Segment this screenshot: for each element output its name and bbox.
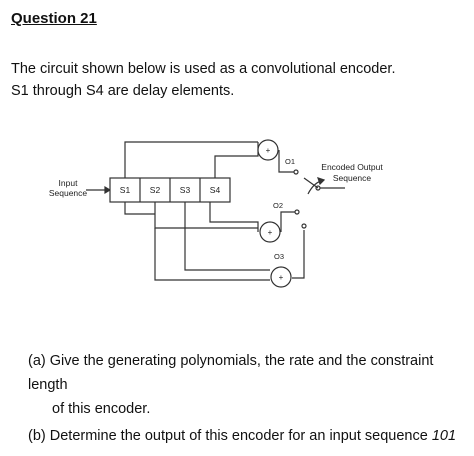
- commutator-arm: [303, 177, 319, 189]
- output-o2-label: O2: [273, 201, 283, 210]
- part-b-sequence: 101: [431, 428, 457, 444]
- register-s4: S4: [210, 185, 221, 195]
- adder-3: [270, 266, 292, 288]
- adder-1-symbol: +: [266, 146, 271, 155]
- contact-o1: [293, 169, 299, 175]
- output-label-2: Sequence: [333, 173, 372, 183]
- wire-s2-adder2: [154, 202, 258, 229]
- input-label-2: Sequence: [49, 188, 88, 198]
- intro-line-1: The circuit shown below is used as a con…: [11, 61, 396, 77]
- intro-line-2: S1 through S4 are delay elements.: [11, 83, 235, 99]
- wire-adder1-o1: [278, 150, 294, 173]
- part-b: (b) Determine the output of this encoder…: [28, 424, 468, 448]
- wire-adder2-o2: [280, 211, 295, 232]
- adder-1: [257, 139, 279, 161]
- encoder-diagram: Input Sequence Encoded Output Sequence S…: [49, 139, 383, 288]
- output-o3-label: O3: [274, 252, 284, 261]
- input-label-1: Input: [59, 178, 79, 188]
- adder-3-symbol: +: [279, 273, 284, 282]
- register-s1: S1: [120, 185, 131, 195]
- wire-s4-adder1: [214, 142, 259, 178]
- wire-s2-adder3: [154, 228, 270, 281]
- part-a-line-2: of this encoder.: [52, 401, 151, 417]
- question-title: Question 21: [11, 10, 97, 27]
- contact-o3: [301, 223, 307, 229]
- output-o1-label: O1: [285, 157, 295, 166]
- adder-2: [259, 221, 281, 243]
- part-a-line-1: (a) Give the generating polynomials, the…: [28, 353, 434, 393]
- part-b-text: (b) Determine the output of this encoder…: [28, 428, 432, 444]
- output-label-1: Encoded Output: [321, 162, 383, 172]
- contact-o2: [294, 209, 300, 215]
- input-arrowhead: [104, 185, 112, 195]
- adder-2-symbol: +: [268, 228, 273, 237]
- wire-s3-adder3: [184, 202, 270, 271]
- wire-s1-adder1: [124, 141, 258, 178]
- register-s3: S3: [180, 185, 191, 195]
- wire-s1-bus: [124, 202, 155, 215]
- register-s2: S2: [150, 185, 161, 195]
- wire-s4-adder2: [209, 202, 259, 232]
- wire-adder3-o3: [292, 230, 305, 279]
- part-a: (a) Give the generating polynomials, the…: [28, 349, 468, 421]
